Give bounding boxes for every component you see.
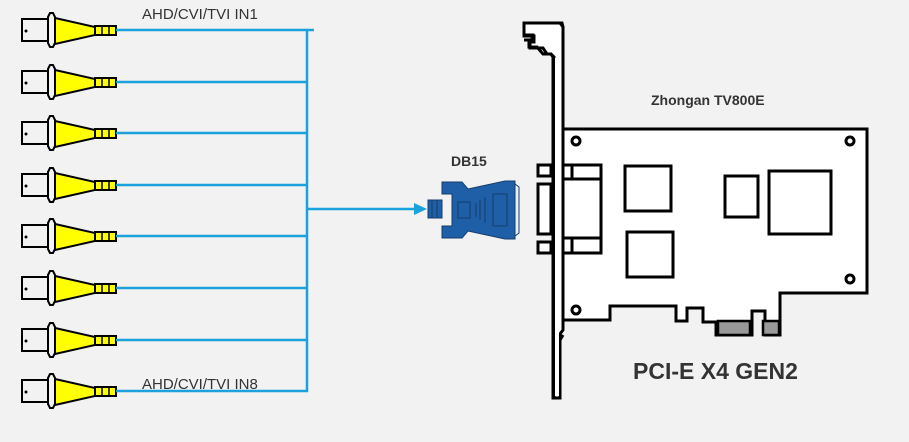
bnc-connector-icon: [21, 64, 117, 100]
bus-label: PCI-E X4 GEN2: [633, 358, 798, 384]
db15-label: DB15: [451, 153, 487, 169]
input-label-last: AHD/CVI/TVI IN8: [142, 376, 258, 393]
bnc-connector-icon: [21, 373, 117, 409]
signal-arrow-icon: [308, 203, 427, 215]
bnc-connector-icon: [21, 167, 117, 203]
bnc-connector-icon: [21, 270, 117, 306]
capture-card-pcb: [536, 127, 869, 337]
db15-plug-icon: [427, 180, 520, 240]
cable-bundle: [116, 28, 314, 393]
bnc-connector-icon: [21, 322, 117, 358]
bnc-connector-icon: [21, 115, 117, 151]
card-name: Zhongan TV800E: [651, 92, 765, 108]
bnc-connector-icon: [21, 218, 117, 254]
input-label-first: AHD/CVI/TVI IN1: [142, 6, 258, 23]
bnc-connectors: [21, 12, 117, 409]
